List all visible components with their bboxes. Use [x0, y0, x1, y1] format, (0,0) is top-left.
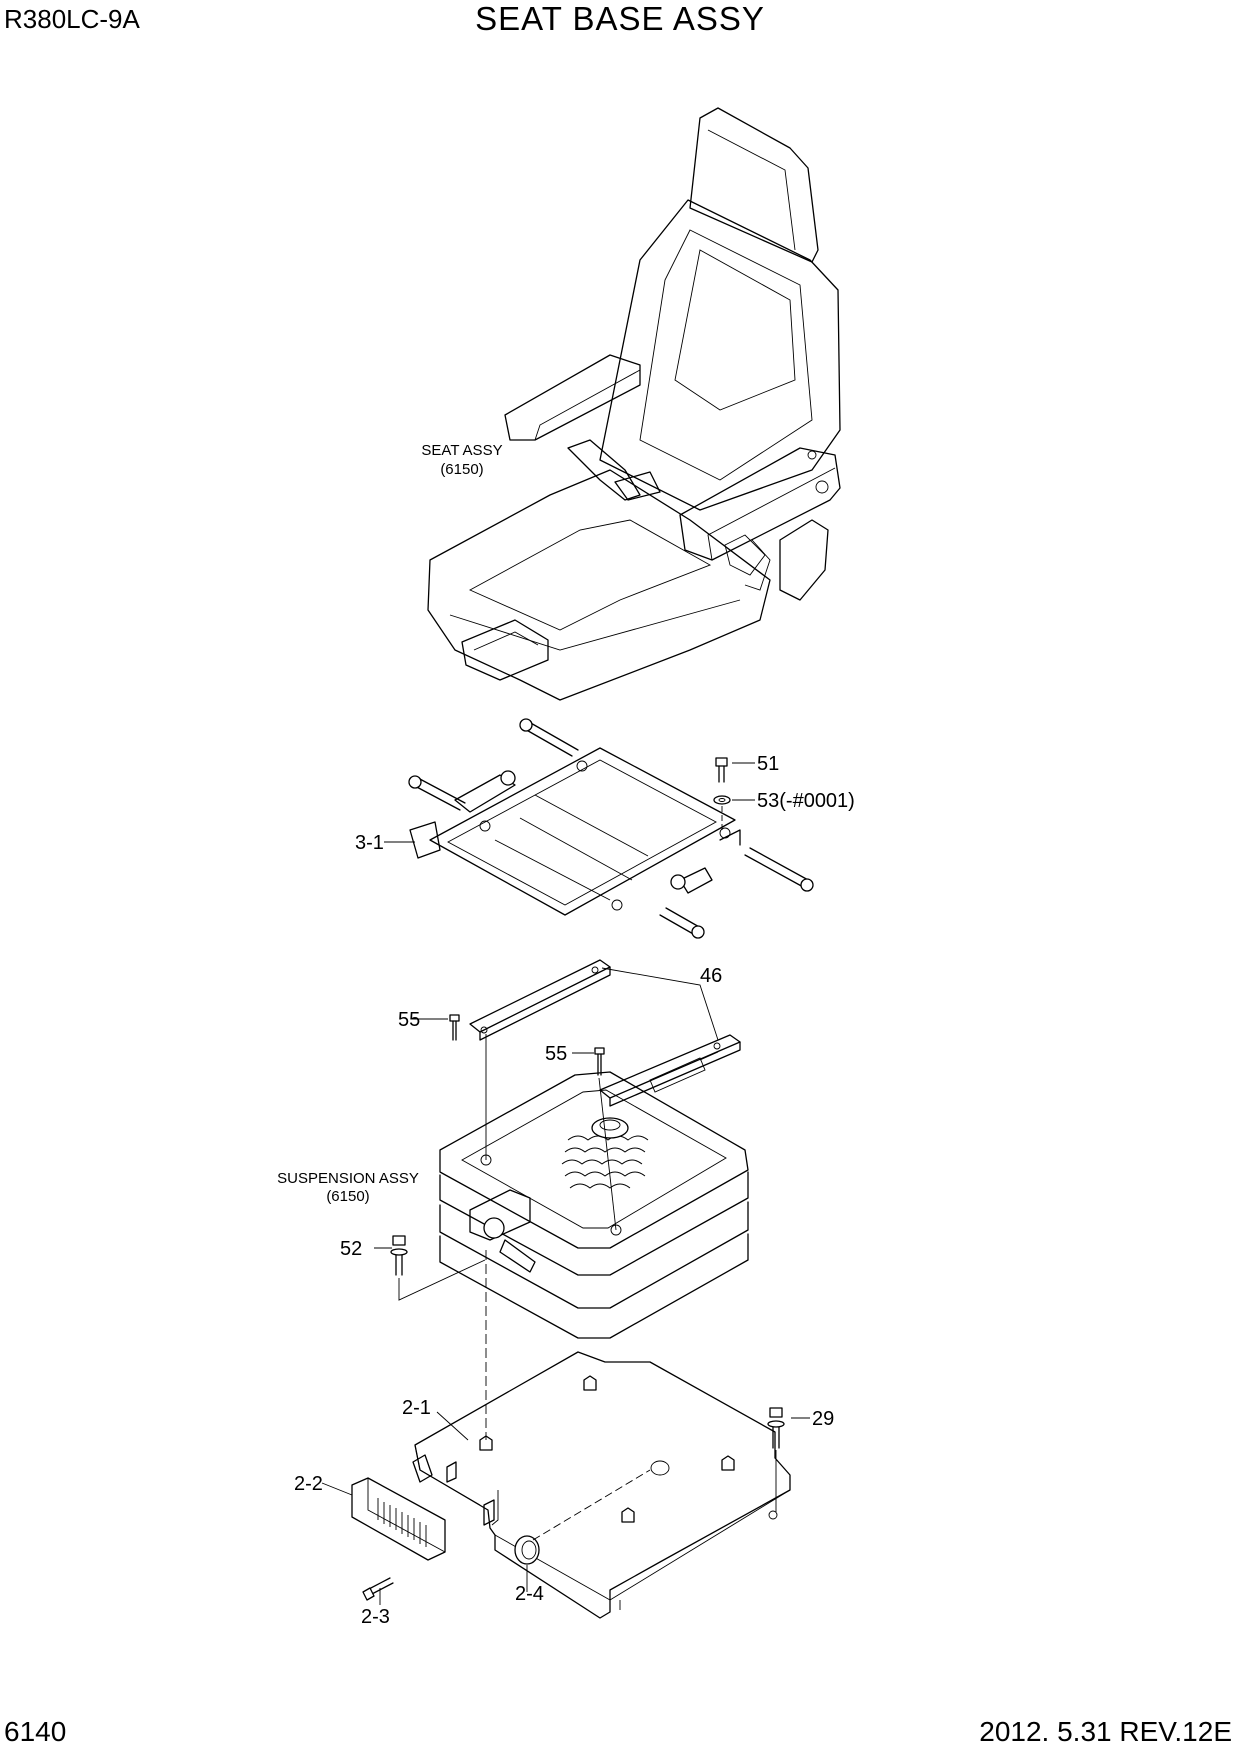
cover-2-2-drawing	[351, 1477, 446, 1561]
seat-assembly-drawing: SEAT ASSY (6150)	[421, 107, 841, 701]
callout-2-1: 2-1	[402, 1397, 431, 1419]
date-revision: 2012. 5.31 REV.12E	[979, 1716, 1232, 1747]
base-plate-drawing	[412, 1351, 791, 1619]
seat-assy-label: SEAT ASSY	[421, 442, 502, 459]
grommet-2-4-drawing	[514, 1535, 540, 1565]
screw-55-a-drawing	[449, 1014, 460, 1041]
seat-assy-ref: (6150)	[440, 461, 483, 478]
page-number: 6140	[4, 1716, 67, 1747]
callout-29: 29	[812, 1408, 834, 1430]
screw-2-3-drawing	[362, 1577, 394, 1601]
model-code: R380LC-9A	[4, 4, 140, 34]
suspension-assy-ref: (6150)	[326, 1188, 369, 1205]
suspension-assembly-drawing: SUSPENSION ASSY (6150)	[277, 1071, 749, 1339]
bolt-52-drawing	[390, 1235, 408, 1276]
callout-51: 51	[757, 753, 779, 775]
bracket-46-drawing	[469, 959, 741, 1107]
callout-labels: 51 53(-#0001) 3-1 46 55 55 52 2-1 29 2-2…	[294, 753, 855, 1628]
washer-53-drawing	[713, 795, 731, 805]
callout-55-a: 55	[398, 1009, 420, 1031]
callout-2-4: 2-4	[515, 1583, 544, 1605]
callout-55-b: 55	[545, 1043, 567, 1065]
callout-53: 53(-#0001)	[757, 790, 855, 812]
bolt-51-drawing	[715, 757, 728, 783]
callout-46: 46	[700, 965, 722, 987]
suspension-assy-label: SUSPENSION ASSY	[277, 1170, 419, 1187]
bolt-29-drawing	[767, 1407, 785, 1449]
leader-lines	[321, 762, 810, 1605]
callout-52: 52	[340, 1238, 362, 1260]
callout-3-1: 3-1	[355, 832, 384, 854]
callout-2-3: 2-3	[361, 1606, 390, 1628]
screw-55-b-drawing	[594, 1047, 605, 1076]
page-title: SEAT BASE ASSY	[475, 0, 765, 37]
callout-2-2: 2-2	[294, 1473, 323, 1495]
slide-rail-frame-drawing	[408, 718, 814, 939]
